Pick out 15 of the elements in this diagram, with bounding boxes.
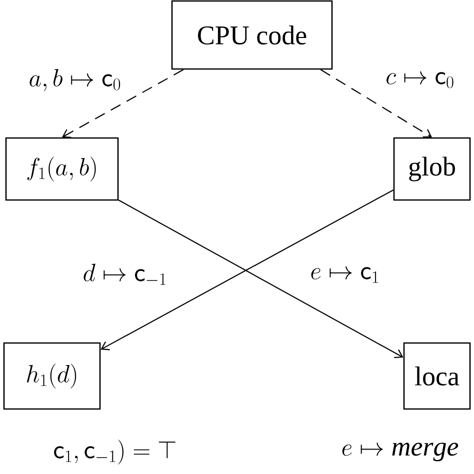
arrow bbox=[100, 190, 394, 350]
edge-label: $e \mapsto \mathsf{c}_1$ bbox=[311, 266, 378, 283]
process-box: CPU code bbox=[171, 0, 333, 70]
edge-label: $c \mapsto \mathsf{c}_0$ bbox=[386, 71, 454, 88]
process-box: loca bbox=[403, 342, 471, 410]
arrow bbox=[118, 200, 404, 358]
process-box: $h_1(d)$ bbox=[3, 342, 101, 410]
process-box: glob bbox=[393, 137, 471, 201]
edge-label: $d \mapsto \mathsf{c}_{-1}$ bbox=[84, 264, 166, 285]
process-box: $f_1(a,b)$ bbox=[5, 137, 119, 201]
arrow bbox=[62, 69, 184, 138]
edge-label: $a,b \mapsto \mathsf{c}_0$ bbox=[30, 68, 120, 92]
formula-label: $\mathsf{c}_1,\mathsf{c}_{-1}) = \top$ bbox=[54, 440, 176, 464]
formula-label: $e \mapsto \mathit{merge}$ bbox=[342, 442, 458, 462]
arrow bbox=[320, 69, 432, 138]
